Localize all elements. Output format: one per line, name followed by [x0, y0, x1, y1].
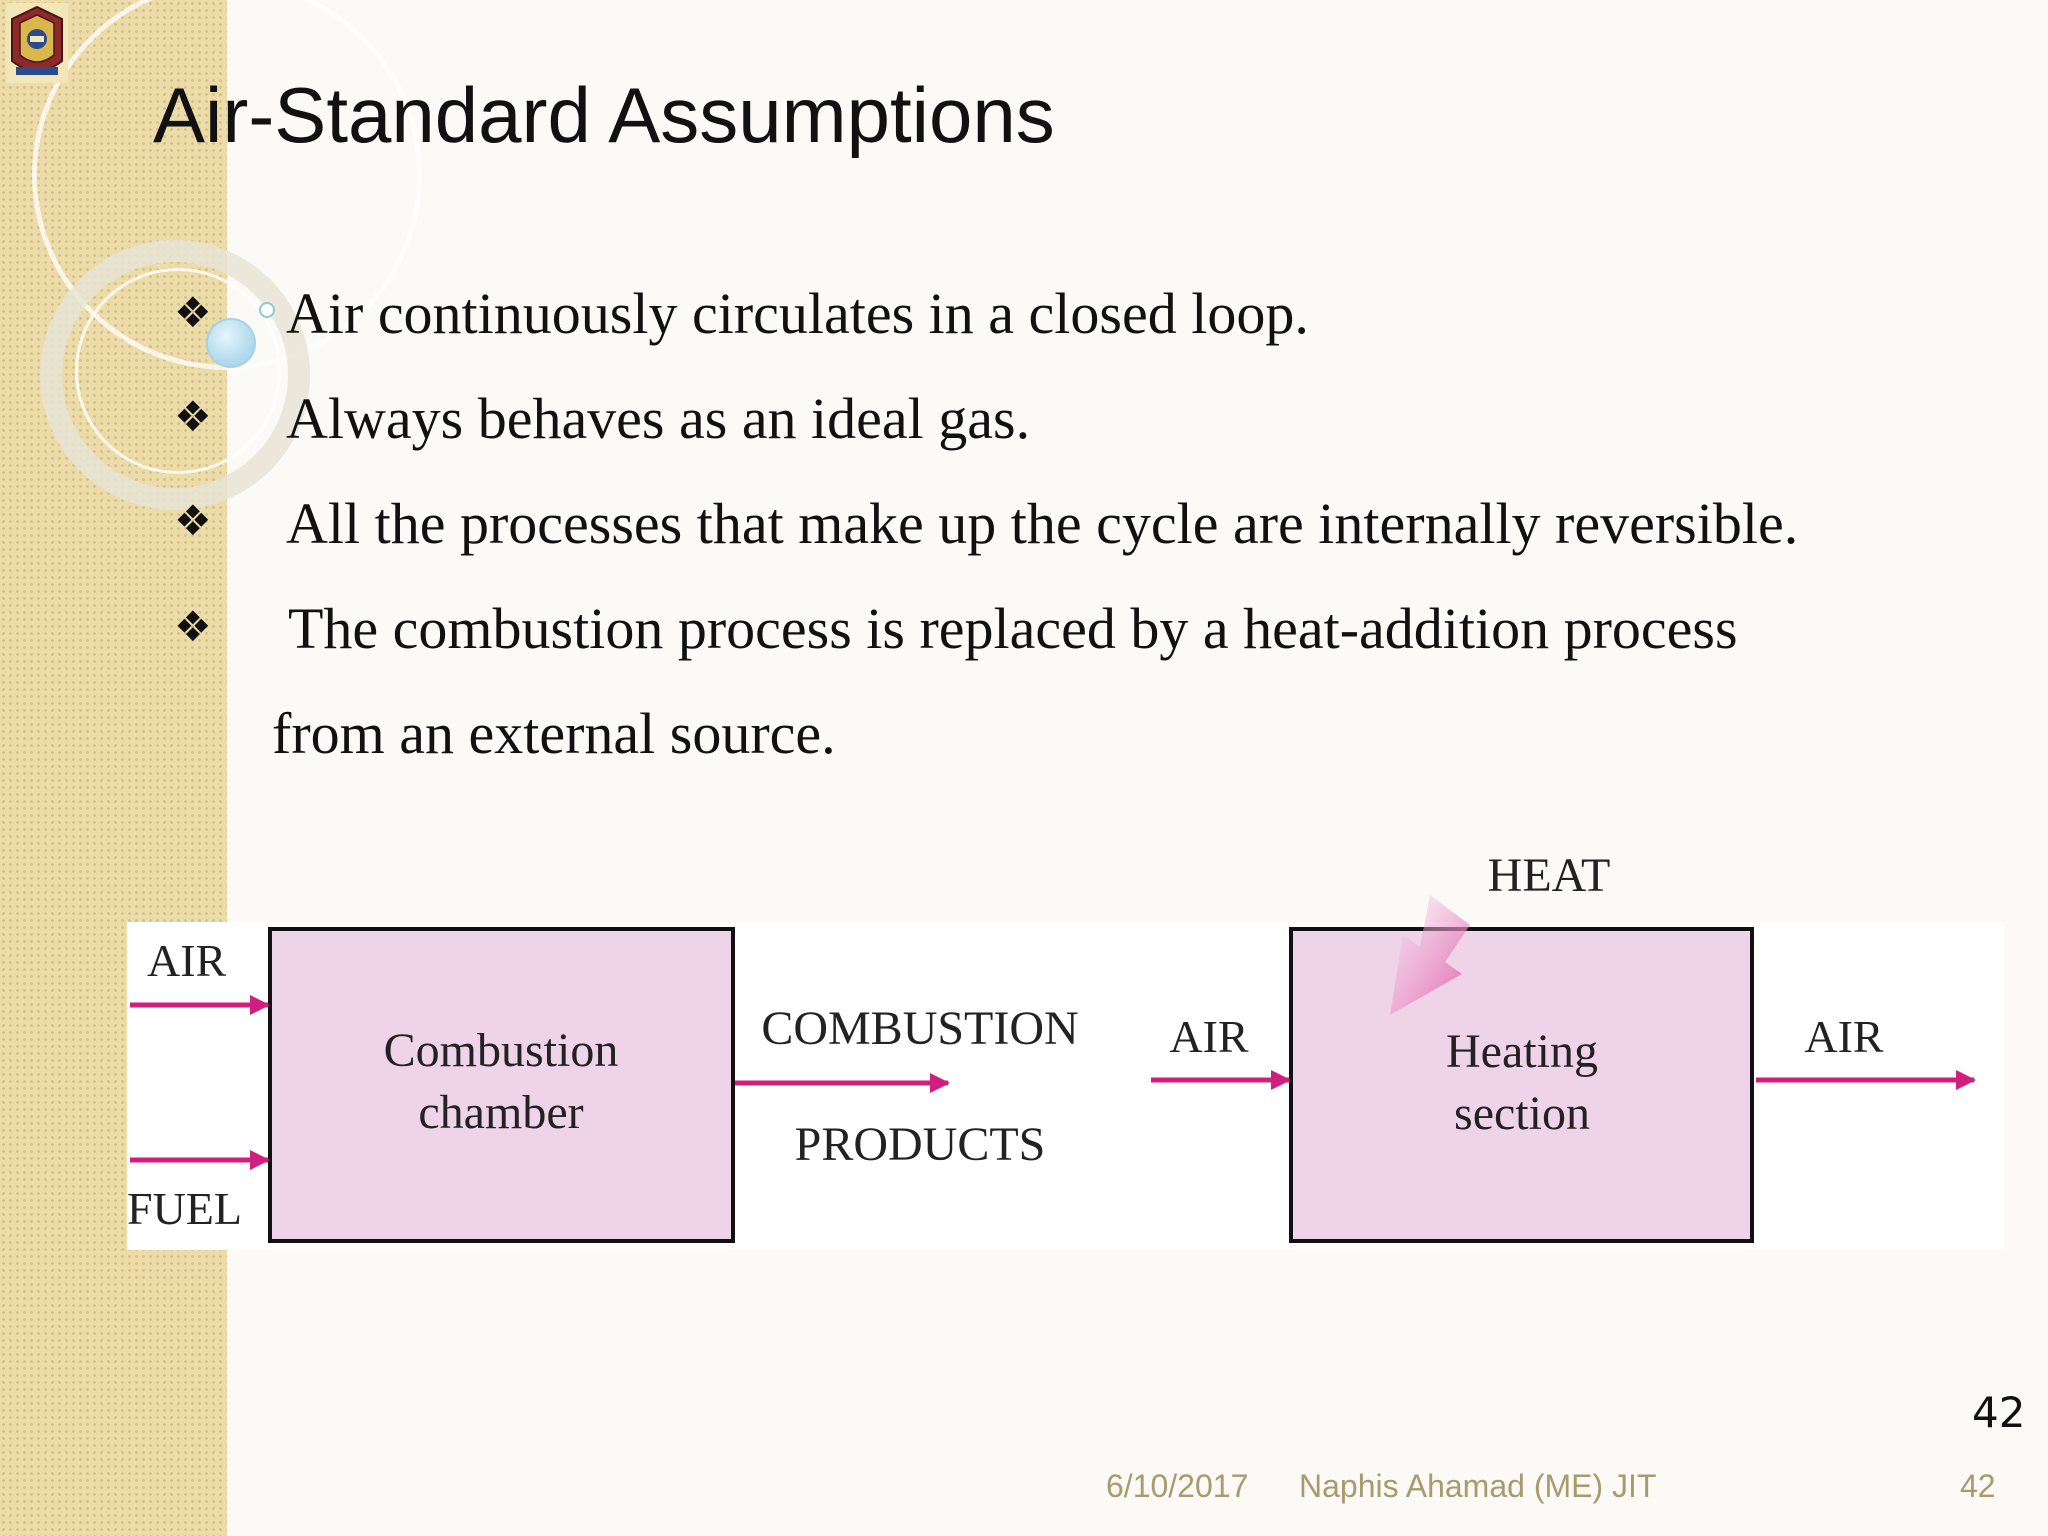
bullet-marker-icon: ❖ [174, 392, 212, 441]
heating-section-box [1289, 927, 1754, 1243]
bullet-marker-icon: ❖ [174, 288, 212, 337]
slide-title: Air-Standard Assumptions [153, 71, 1055, 159]
air-input-label: AIR [147, 935, 227, 986]
combustion-products-label-line1: COMBUSTION [761, 1002, 1078, 1055]
footer-date: 6/10/2017 [1106, 1468, 1249, 1504]
bullet-item: The combustion process is replaced by a … [288, 596, 1738, 661]
institution-logo-icon [6, 3, 68, 83]
footer-page-number: 42 [1960, 1468, 1996, 1504]
bullet-marker-icon: ❖ [174, 496, 212, 545]
heating-air-input-label: AIR [1169, 1011, 1249, 1062]
heating-air-output-label: AIR [1804, 1011, 1884, 1062]
bullet-item-continuation: from an external source. [272, 701, 836, 766]
footer-author: Naphis Ahamad (ME) JIT [1299, 1468, 1657, 1504]
decorative-ring-small [75, 268, 281, 474]
combustion-chamber-label-line1: Combustion [384, 1024, 619, 1077]
heating-section-label-line1: Heating [1446, 1025, 1598, 1078]
heat-label: HEAT [1488, 849, 1611, 902]
bullet-item: Always behaves as an ideal gas. [286, 386, 1031, 451]
fuel-input-label: FUEL [127, 1183, 242, 1234]
decorative-bubble [206, 318, 256, 368]
heat-input-arrow [1390, 895, 1470, 1015]
slide-number: 42 [1972, 1388, 2026, 1437]
bullet-marker-icon: ❖ [174, 602, 212, 651]
combustion-products-label-line2: PRODUCTS [795, 1118, 1046, 1171]
combustion-chamber-box [268, 927, 735, 1243]
bullet-item: All the processes that make up the cycle… [286, 491, 1799, 556]
bullet-item: Air continuously circulates in a closed … [286, 281, 1309, 346]
heating-section-label-line2: section [1454, 1087, 1590, 1140]
decorative-bubble-small [259, 302, 275, 318]
combustion-chamber-label-line2: chamber [418, 1086, 583, 1139]
